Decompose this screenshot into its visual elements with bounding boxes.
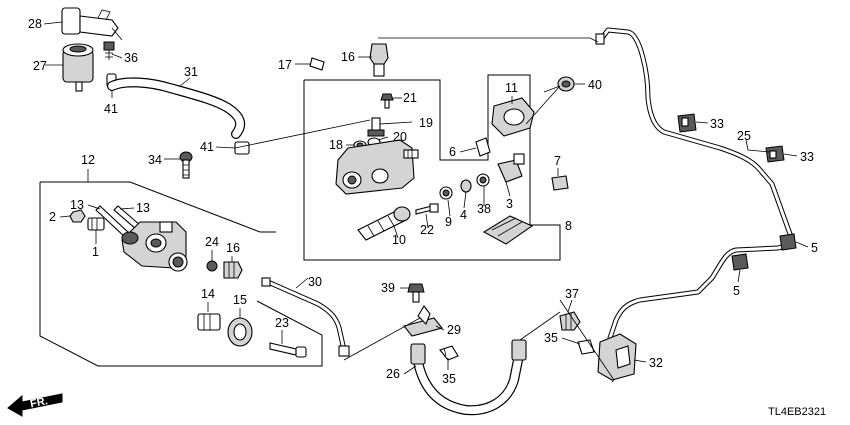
bracket-11 [491, 97, 535, 137]
pipe-30 [261, 277, 350, 357]
reservoir-bolt [103, 41, 115, 60]
callout-40: 40 [588, 78, 602, 92]
callout-labels: 28 27 36 41 31 41 34 12 13 13 2 1 24 16 … [28, 17, 818, 386]
reservoir-bracket [61, 7, 123, 41]
bracket-29 [403, 305, 443, 337]
fitting-37 [559, 311, 581, 331]
callout-33-left: 33 [710, 117, 724, 131]
clip-35-bottom [439, 345, 459, 361]
callout-41-lower: 41 [200, 140, 214, 154]
callout-13-left: 13 [70, 198, 84, 212]
clip-33-left [677, 113, 697, 133]
callout-37: 37 [565, 287, 579, 301]
callout-38: 38 [477, 202, 491, 216]
callout-23: 23 [275, 316, 289, 330]
fitting-16-top [369, 43, 389, 77]
group-box-master-cylinder [39, 181, 323, 367]
callout-26: 26 [386, 367, 400, 381]
clip-5-right [779, 233, 797, 251]
pipe-25 [595, 27, 793, 341]
reservoir-hose [107, 77, 246, 139]
clip-17 [309, 57, 325, 71]
callout-28: 28 [28, 17, 42, 31]
reference-line [378, 37, 599, 43]
clip-5-lower [731, 253, 749, 271]
nut-38 [476, 173, 490, 187]
callout-13-right: 13 [136, 201, 150, 215]
bracket-32 [597, 333, 637, 381]
fitting-16-left [223, 261, 243, 279]
rod-23 [269, 342, 307, 358]
callout-24: 24 [205, 235, 219, 249]
master-cylinder [121, 221, 188, 272]
callout-34: 34 [148, 153, 162, 167]
clip-33-right [765, 145, 785, 163]
callout-25: 25 [737, 129, 751, 143]
callout-30: 30 [308, 275, 322, 289]
nut-40 [557, 76, 575, 92]
callout-35-bottom: 35 [442, 372, 456, 386]
callout-6: 6 [449, 145, 456, 159]
bolt-21 [380, 93, 394, 109]
callout-5-right: 5 [811, 241, 818, 255]
boot-8 [482, 215, 534, 245]
seal-24 [206, 260, 218, 272]
callout-20: 20 [393, 130, 407, 144]
slave-cylinder [335, 139, 419, 195]
callout-19: 19 [419, 116, 433, 130]
callout-5-lower: 5 [733, 284, 740, 298]
callout-36: 36 [124, 51, 138, 65]
callout-35-right: 35 [544, 331, 558, 345]
bleeder-19 [367, 117, 385, 137]
rod-22 [415, 203, 439, 215]
callout-31: 31 [184, 65, 198, 79]
front-direction-arrow: FR. [7, 393, 63, 417]
reservoir-tank [62, 43, 94, 92]
callout-39: 39 [381, 281, 395, 295]
holder-3 [497, 153, 525, 183]
callout-7: 7 [554, 154, 561, 168]
callout-21: 21 [403, 91, 417, 105]
leader-lines [43, 21, 809, 383]
callout-8: 8 [565, 219, 572, 233]
callout-1: 1 [92, 245, 99, 259]
hose-clip-41-lower [234, 141, 250, 155]
callout-12: 12 [81, 153, 95, 167]
diagram-code: TL4EB2321 [768, 406, 826, 418]
callout-4: 4 [460, 208, 467, 222]
clip-6 [475, 137, 491, 157]
callout-3: 3 [506, 197, 513, 211]
push-rod-14 [197, 313, 221, 331]
ring-4 [460, 179, 472, 193]
callout-17: 17 [278, 58, 292, 72]
cap-7 [551, 175, 569, 191]
callout-29: 29 [447, 323, 461, 337]
callout-9: 9 [445, 215, 452, 229]
seal-9 [439, 186, 453, 200]
callout-32: 32 [649, 356, 663, 370]
bleeder-1 [87, 217, 105, 231]
boot-15 [227, 317, 253, 347]
callout-41-top: 41 [104, 102, 118, 116]
callout-11: 11 [505, 81, 518, 95]
callout-18: 18 [329, 138, 343, 152]
callout-22: 22 [420, 223, 434, 237]
callout-33-right: 33 [800, 150, 814, 164]
callout-15: 15 [233, 293, 247, 307]
clip-35-right [577, 339, 595, 355]
group-box-slave-cylinder [303, 74, 561, 261]
flex-hose-26 [410, 339, 527, 416]
callout-16-top: 16 [341, 50, 355, 64]
bolt-39 [407, 283, 425, 303]
bolt-34 [179, 151, 193, 179]
callout-27: 27 [33, 59, 47, 73]
callout-2: 2 [49, 210, 56, 224]
callout-16-left: 16 [226, 241, 240, 255]
piston-10 [357, 206, 411, 241]
callout-10: 10 [392, 233, 406, 247]
callout-14: 14 [201, 287, 215, 301]
direction-label: FR. [29, 395, 49, 410]
